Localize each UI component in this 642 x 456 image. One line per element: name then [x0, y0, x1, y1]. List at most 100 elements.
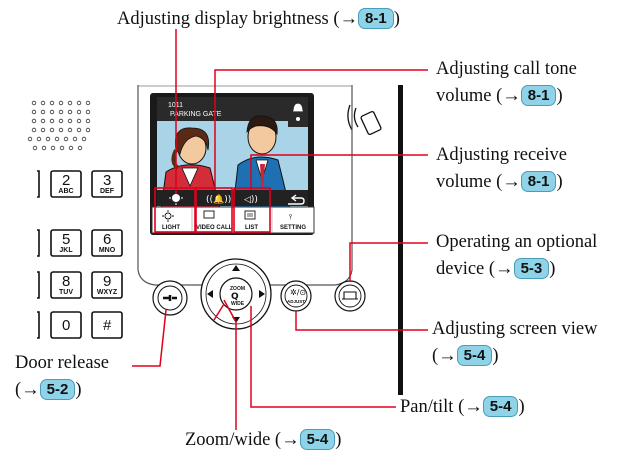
- grille-hole: [58, 118, 64, 124]
- grille-hole: [49, 118, 55, 124]
- callout-optional-line2: device (→: [436, 259, 514, 279]
- grille-hole: [59, 145, 65, 151]
- list-button-icon[interactable]: [244, 210, 256, 220]
- keypad-key-number: #: [103, 317, 112, 334]
- grille-hole: [50, 145, 56, 151]
- keypad-key-edge: [37, 170, 40, 198]
- callout-screen-view-line2: (→: [432, 346, 457, 366]
- callout-receive-close: ): [556, 172, 563, 192]
- grille-hole: [85, 100, 91, 106]
- zoom-label: ZOOM: [230, 286, 245, 292]
- grille-hole: [85, 109, 91, 115]
- callout-call-tone-line2: volume (→: [436, 86, 521, 106]
- key-icon: [163, 295, 177, 301]
- ref-badge-brightness[interactable]: 8-1: [358, 8, 394, 29]
- callout-door-close: ): [75, 380, 82, 400]
- grille-hole: [58, 109, 64, 115]
- callout-screen-view-close: ): [492, 346, 499, 366]
- keypad-key-number: 9: [103, 273, 111, 290]
- ref-badge-pan-tilt[interactable]: 5-4: [482, 396, 519, 417]
- ref-badge-door[interactable]: 5-2: [39, 379, 76, 400]
- keypad-key-edge: [37, 271, 40, 299]
- grille-hole: [67, 100, 73, 106]
- grille-hole: [45, 136, 51, 142]
- zoom-wide-button[interactable]: [219, 277, 253, 311]
- grille-hole: [36, 136, 42, 142]
- adjust-label: ADJUST: [287, 299, 305, 304]
- grille-hole: [67, 109, 73, 115]
- grille-hole: [68, 145, 74, 151]
- keypad-key-number: 6: [103, 231, 111, 248]
- callout-receive-line2: volume (→: [436, 172, 521, 192]
- callout-brightness-text: Adjusting display brightness (→: [117, 9, 359, 29]
- grille-hole: [85, 127, 91, 133]
- callout-call-tone-close: ): [556, 86, 563, 106]
- callout-pan-tilt-close: ): [518, 397, 525, 417]
- ref-badge-screen-view[interactable]: 5-4: [456, 345, 493, 366]
- callout-pan-tilt: Pan/tilt (→5-4): [400, 394, 525, 421]
- grille-hole: [40, 109, 46, 115]
- call-tone-icon: ((🔔)): [206, 194, 231, 205]
- keypad-key-letters: TUV: [59, 289, 73, 296]
- callout-door-line2: (→: [15, 380, 40, 400]
- light-button-label[interactable]: LIGHT: [162, 225, 180, 231]
- callout-optional-line1: Operating an optional: [436, 232, 598, 252]
- screen-line2: PARKING GATE: [170, 111, 222, 118]
- keypad-key-letters: MNO: [99, 247, 116, 254]
- callout-call-tone: Adjusting call tone volume (→8-1): [436, 56, 577, 110]
- ref-badge-call-tone[interactable]: 8-1: [520, 85, 557, 106]
- grille-hole: [76, 118, 82, 124]
- keypad-key-letters: DEF: [100, 188, 115, 195]
- grille-hole: [76, 109, 82, 115]
- ref-badge-zoom-wide[interactable]: 5-4: [299, 429, 336, 450]
- list-button-label[interactable]: LIST: [245, 225, 258, 231]
- grille-hole: [40, 118, 46, 124]
- card-reader-icon: [347, 104, 382, 136]
- callout-zoom-wide-close: ): [335, 430, 342, 450]
- status-dot-icon: [296, 117, 300, 121]
- arrow-right-icon: [259, 290, 265, 298]
- grille-hole: [31, 118, 37, 124]
- light-button-icon[interactable]: [162, 210, 174, 222]
- keypad-key-hash[interactable]: #: [91, 311, 123, 339]
- keypad-key-number: 5: [62, 231, 70, 248]
- magnifier-icon: Q: [231, 292, 239, 302]
- screen-status-column: [288, 97, 308, 127]
- grille-hole: [27, 136, 33, 142]
- callout-call-tone-line1: Adjusting call tone: [436, 59, 577, 79]
- keypad-key-0[interactable]: 0: [50, 311, 82, 339]
- speaker-grille: [27, 100, 91, 151]
- leader-lines: [132, 29, 428, 430]
- setting-button-icon[interactable]: ⫯: [289, 213, 292, 221]
- ref-badge-optional[interactable]: 5-3: [513, 258, 550, 279]
- grille-hole: [49, 127, 55, 133]
- adjust-button-ring: [284, 284, 308, 308]
- callout-brightness-close: ): [393, 9, 400, 29]
- video-call-button-icon[interactable]: [203, 210, 215, 219]
- grille-hole: [31, 127, 37, 133]
- bell-icon: [293, 103, 303, 112]
- callout-brightness: Adjusting display brightness (→8-1): [117, 6, 400, 33]
- grille-hole: [77, 145, 83, 151]
- grille-hole: [67, 118, 73, 124]
- grille-hole: [76, 100, 82, 106]
- wide-label: WIDE: [231, 301, 245, 307]
- grille-hole: [49, 109, 55, 115]
- setting-button-label[interactable]: SETTING: [280, 225, 306, 231]
- receive-volume-icon: ◁)): [244, 195, 258, 205]
- screen-header-bar: [157, 97, 308, 121]
- arrow-up-icon: [232, 265, 240, 271]
- callout-screen-view-line1: Adjusting screen view: [432, 319, 598, 339]
- ref-badge-receive[interactable]: 8-1: [520, 171, 557, 192]
- callout-optional-close: ): [549, 259, 556, 279]
- video-call-button-label[interactable]: VIDEO CALL: [196, 225, 233, 231]
- callout-receive-line1: Adjusting receive: [436, 145, 567, 165]
